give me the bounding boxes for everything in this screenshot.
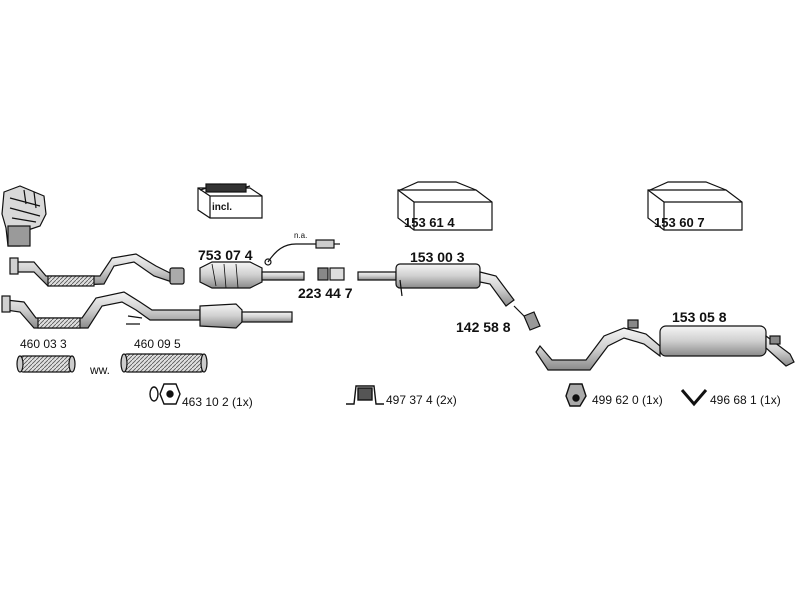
lambda-sensor: [267, 239, 340, 263]
flex-1-part-number: 460 03 3: [20, 337, 67, 351]
middle-silencer: [357, 263, 515, 307]
kit-incl-label: incl.: [212, 202, 233, 213]
flex-pipe-2: [120, 353, 208, 373]
flex-2-part-number: 460 09 5: [134, 337, 181, 351]
kit-box-incl: [197, 183, 263, 219]
catalyst-converter: [199, 258, 305, 289]
sensor-note: n.a.: [294, 231, 308, 240]
front-pipe-upper: [9, 253, 185, 287]
mount-hanger-496: [680, 389, 708, 407]
clamp-part-number: 223 44 7: [298, 285, 353, 301]
rear-silencer-part-number: 153 05 8: [672, 309, 727, 325]
kit-1-part-number: 153 61 4: [404, 215, 455, 230]
kit-2-part-number: 153 60 7: [654, 215, 705, 230]
gasket-part-number: 463 10 2 (1x): [182, 395, 253, 409]
middle-silencer-part-number: 153 00 3: [410, 249, 465, 265]
mount-499-part-number: 499 62 0 (1x): [592, 393, 663, 407]
pipe-clamp: [317, 267, 345, 281]
mount-rubber-499: [565, 383, 587, 407]
catalyst-part-number: 753 07 4: [198, 247, 253, 263]
mount-bracket-497: [346, 385, 384, 405]
mount-497-part-number: 497 37 4 (2x): [386, 393, 457, 407]
connector-part-number: 142 58 8: [456, 319, 511, 335]
gasket: [149, 383, 181, 405]
alternative-note: ww.: [90, 363, 111, 377]
kit-box-1: [397, 181, 493, 231]
kit-box-2: [647, 181, 743, 231]
flex-pipe-1: [16, 355, 76, 373]
pipe-connector: [513, 305, 541, 331]
front-pipe-lower: [1, 291, 293, 329]
rear-silencer: [535, 319, 795, 371]
mount-496-part-number: 496 68 1 (1x): [710, 393, 781, 407]
exhaust-manifold: [1, 185, 47, 247]
